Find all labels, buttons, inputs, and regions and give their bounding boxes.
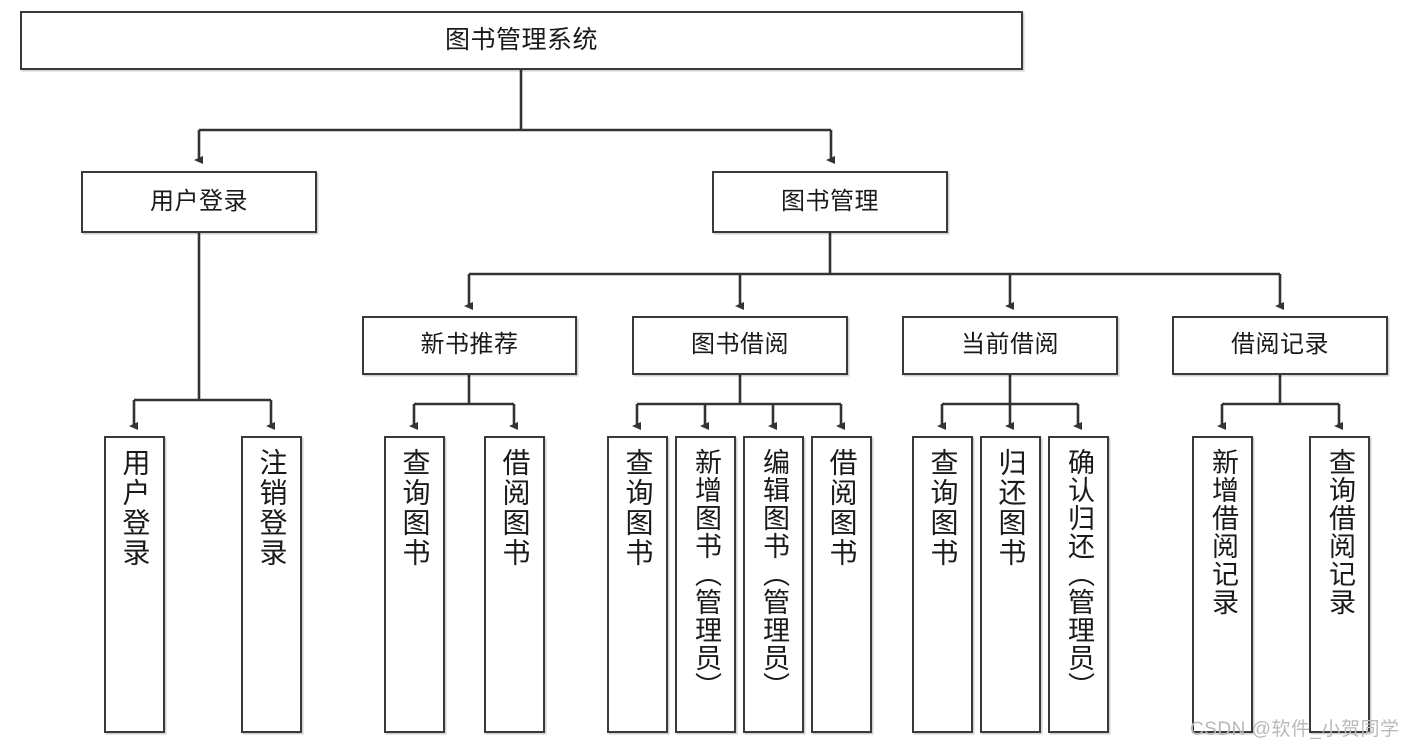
- node-label: 新书推荐: [420, 331, 519, 359]
- node-label: 图书管理系统: [444, 25, 598, 54]
- node-label: 用户登录: [150, 187, 248, 215]
- node-label: 用户登录: [119, 448, 151, 568]
- node-borrow-record[interactable]: 借阅记录: [1172, 316, 1388, 375]
- leaf-add-borrow-record[interactable]: 新增借阅记录: [1192, 436, 1253, 733]
- node-label: 借阅图书: [499, 448, 531, 568]
- node-new-book-recommend[interactable]: 新书推荐: [362, 316, 577, 375]
- watermark-text: CSDN @软件_小贺同学: [1190, 719, 1400, 740]
- node-label: 查询图书: [927, 448, 959, 568]
- leaf-add-book-admin[interactable]: 新增图书（管理员）: [675, 436, 736, 733]
- leaf-logout-login[interactable]: 注销登录: [241, 436, 302, 733]
- node-label: 新增借阅记录: [1208, 448, 1238, 616]
- node-book-management[interactable]: 图书管理: [712, 171, 948, 233]
- node-label: 确认归还（管理员）: [1064, 448, 1094, 700]
- leaf-user-login[interactable]: 用户登录: [104, 436, 165, 733]
- node-label: 借阅图书: [826, 448, 858, 568]
- node-label: 归还图书: [995, 448, 1027, 568]
- node-label: 查询图书: [622, 448, 654, 568]
- node-root-system[interactable]: 图书管理系统: [20, 11, 1023, 70]
- leaf-return-book[interactable]: 归还图书: [980, 436, 1041, 733]
- leaf-query-book-current[interactable]: 查询图书: [912, 436, 973, 733]
- node-current-borrow[interactable]: 当前借阅: [902, 316, 1118, 375]
- node-label: 借阅记录: [1231, 331, 1329, 359]
- leaf-borrow-book[interactable]: 借阅图书: [811, 436, 872, 733]
- node-book-borrow[interactable]: 图书借阅: [632, 316, 848, 375]
- node-label: 图书管理: [781, 187, 879, 215]
- node-label: 当前借阅: [961, 331, 1059, 359]
- leaf-confirm-return-admin[interactable]: 确认归还（管理员）: [1048, 436, 1109, 733]
- node-label: 查询借阅记录: [1325, 448, 1355, 616]
- node-label: 新增图书（管理员）: [691, 448, 721, 700]
- leaf-query-book-newbook[interactable]: 查询图书: [384, 436, 445, 733]
- node-label: 图书借阅: [691, 331, 789, 359]
- node-user-login[interactable]: 用户登录: [81, 171, 317, 233]
- node-label: 查询图书: [399, 448, 431, 568]
- leaf-query-book-borrow[interactable]: 查询图书: [607, 436, 668, 733]
- node-label: 注销登录: [256, 448, 288, 568]
- leaf-borrow-book-newbook[interactable]: 借阅图书: [484, 436, 545, 733]
- leaf-edit-book-admin[interactable]: 编辑图书（管理员）: [743, 436, 804, 733]
- node-label: 编辑图书（管理员）: [759, 448, 789, 700]
- leaf-query-borrow-record[interactable]: 查询借阅记录: [1309, 436, 1370, 733]
